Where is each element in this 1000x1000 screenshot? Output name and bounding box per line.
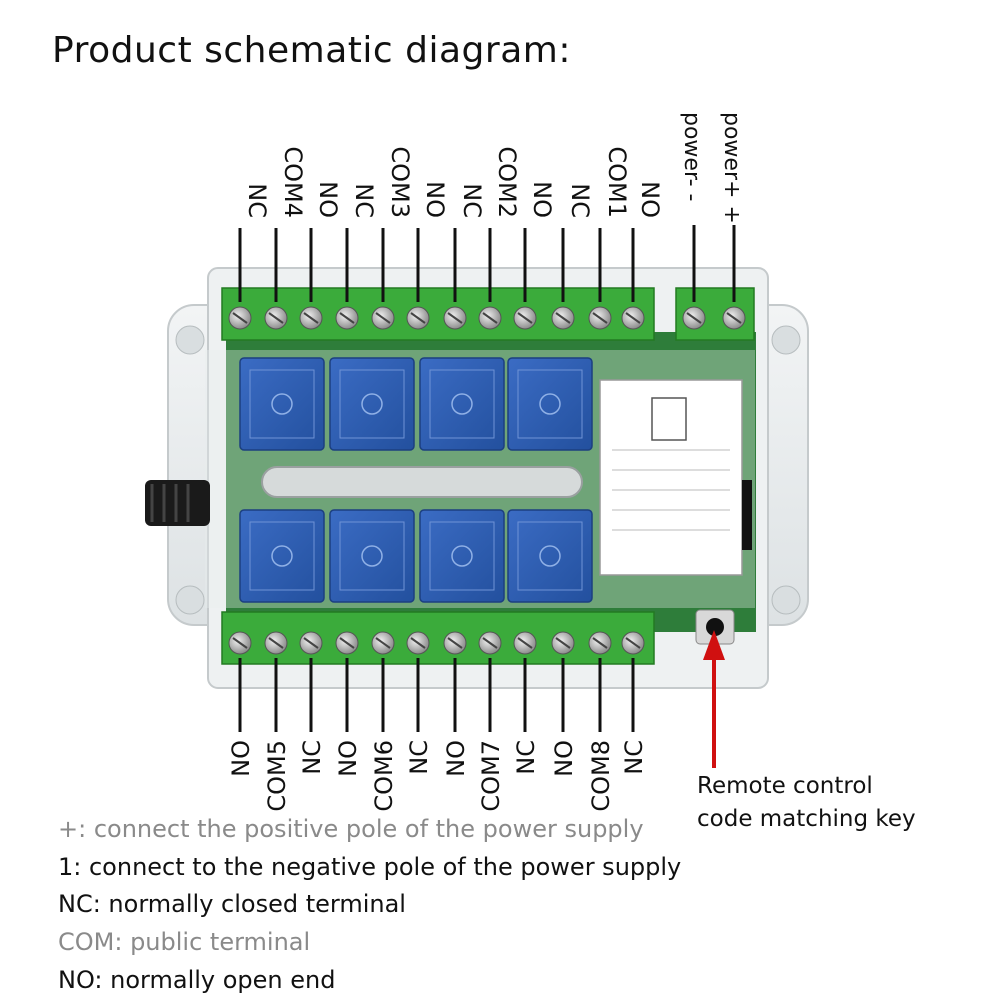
top-terminal-label-com3-4: COM3 xyxy=(386,146,414,218)
antenna xyxy=(145,480,210,526)
bottom-terminal-label-nc-2: NC xyxy=(298,740,326,775)
code-matching-key xyxy=(695,609,735,645)
page-title: Product schematic diagram: xyxy=(52,30,571,71)
top-terminal-label-no-2: NO xyxy=(314,181,342,218)
relay-8 xyxy=(507,509,593,603)
legend-item-nc: NC: normally closed terminal xyxy=(58,890,406,918)
top-terminal-label-no-5: NO xyxy=(421,181,449,218)
callout-line-1: Remote control xyxy=(697,773,873,799)
bottom-terminal-label-com7-7: COM7 xyxy=(477,740,505,812)
bottom-terminal-label-no-0: NO xyxy=(227,740,255,777)
bottom-terminal-label-nc-11: NC xyxy=(620,740,648,775)
power-terminal-label-0: power- - xyxy=(679,112,704,201)
legend-item-no: NO: normally open end xyxy=(58,966,336,994)
bottom-terminal-label-com6-4: COM6 xyxy=(370,740,398,812)
relay-4 xyxy=(507,357,593,451)
bottom-terminal-label-com5-1: COM5 xyxy=(263,740,291,812)
legend-item-com: COM: public terminal xyxy=(58,928,311,956)
bottom-terminal-label-com8-10: COM8 xyxy=(587,740,615,812)
top-terminal-label-com1-10: COM1 xyxy=(603,146,631,218)
legend-item-positive: +: connect the positive pole of the powe… xyxy=(58,815,644,843)
top-terminal-label-nc-0: NC xyxy=(243,183,271,218)
top-terminal-label-com2-7: COM2 xyxy=(493,146,521,218)
receiver-module xyxy=(599,379,752,576)
relays xyxy=(239,357,593,603)
relay-1 xyxy=(239,357,325,451)
bottom-terminal-label-nc-8: NC xyxy=(512,740,540,775)
bottom-terminal-label-nc-5: NC xyxy=(405,740,433,775)
top-terminal-label-nc-9: NC xyxy=(566,183,594,218)
relay-6 xyxy=(329,509,415,603)
top-terminal-label-nc-3: NC xyxy=(350,183,378,218)
relay-2 xyxy=(329,357,415,451)
terminal-blocks xyxy=(221,287,755,665)
callout-line-2: code matching key xyxy=(697,806,916,832)
bottom-terminal-label-no-6: NO xyxy=(442,740,470,777)
bottom-terminal-label-no-9: NO xyxy=(550,740,578,777)
legend-item-negative: 1: connect to the negative pole of the p… xyxy=(58,853,682,881)
top-terminal-label-nc-6: NC xyxy=(458,183,486,218)
bottom-terminal-label-no-3: NO xyxy=(334,740,362,777)
callout-text: Remote control code matching key xyxy=(697,770,916,836)
relay-7 xyxy=(419,509,505,603)
top-terminal-label-no-8: NO xyxy=(528,181,556,218)
callout-arrow xyxy=(703,630,725,768)
power-terminal-label-1: power+ + xyxy=(719,112,744,224)
top-terminal-label-no-11: NO xyxy=(636,181,664,218)
power-terminal-leads: power- - power+ + xyxy=(679,112,744,302)
relay-3 xyxy=(419,357,505,451)
relay-5 xyxy=(239,509,325,603)
crystal-oscillator xyxy=(261,466,583,498)
top-terminal-label-com4-1: COM4 xyxy=(279,146,307,218)
